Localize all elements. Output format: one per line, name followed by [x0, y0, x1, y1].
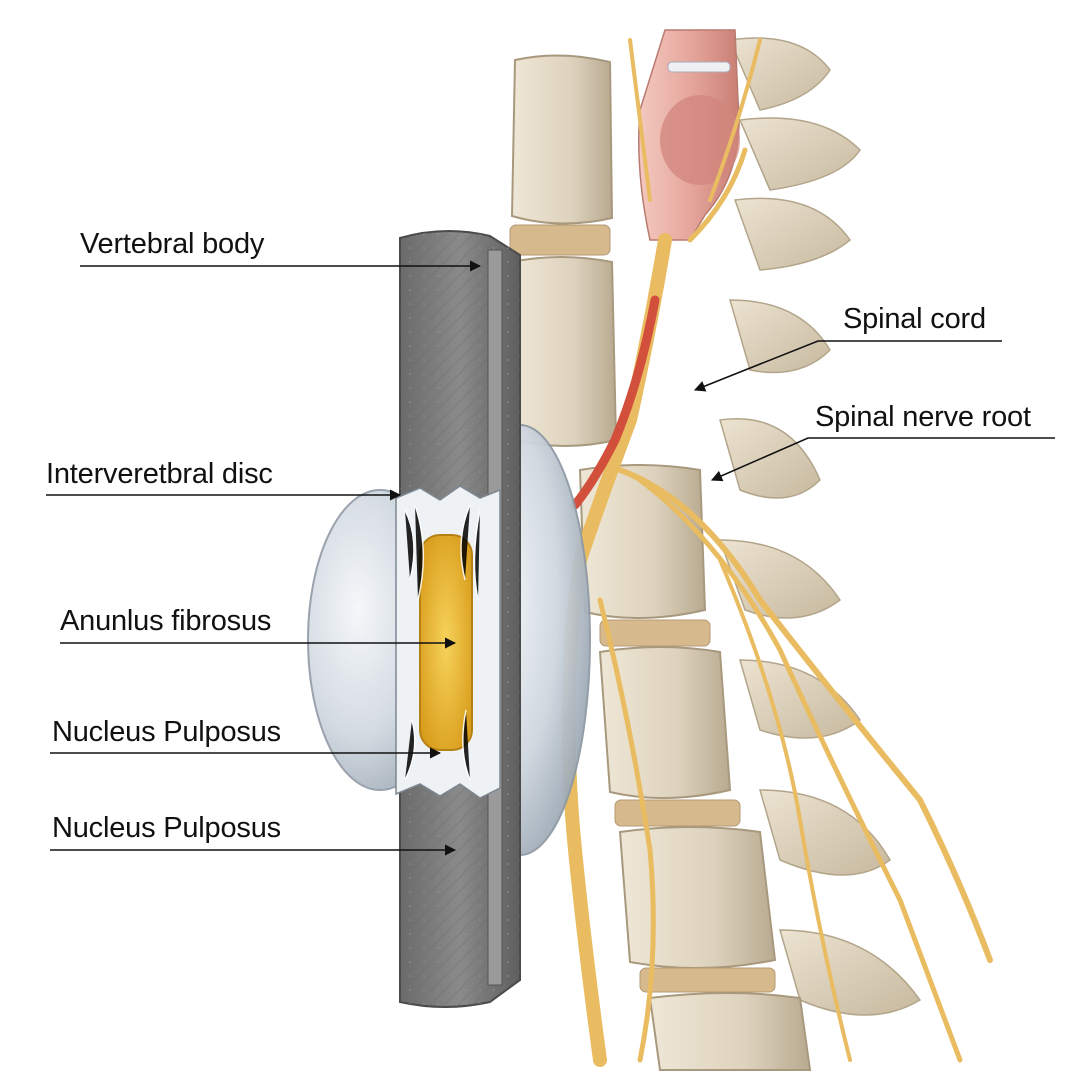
- label-nucleus-pulposus-1: Nucleus Pulposus: [52, 716, 281, 748]
- label-anulus-fibrosus: Anunlus fibrosus: [60, 605, 272, 637]
- label-spinal-nerve-root: Spinal nerve root: [815, 401, 1031, 433]
- label-spinal-cord: Spinal cord: [843, 303, 986, 335]
- leader-lines: [46, 260, 1055, 856]
- leader-spinal-nerve-root: [710, 437, 1055, 482]
- spinal-cord: [638, 29, 740, 241]
- label-vertebral-body: Vertebral body: [80, 228, 265, 260]
- leader-spinal-cord: [693, 340, 1002, 392]
- label-intervertebral-disc: Interveretbral disc: [46, 458, 273, 490]
- label-nucleus-pulposus-2: Nucleus Pulposus: [52, 812, 281, 844]
